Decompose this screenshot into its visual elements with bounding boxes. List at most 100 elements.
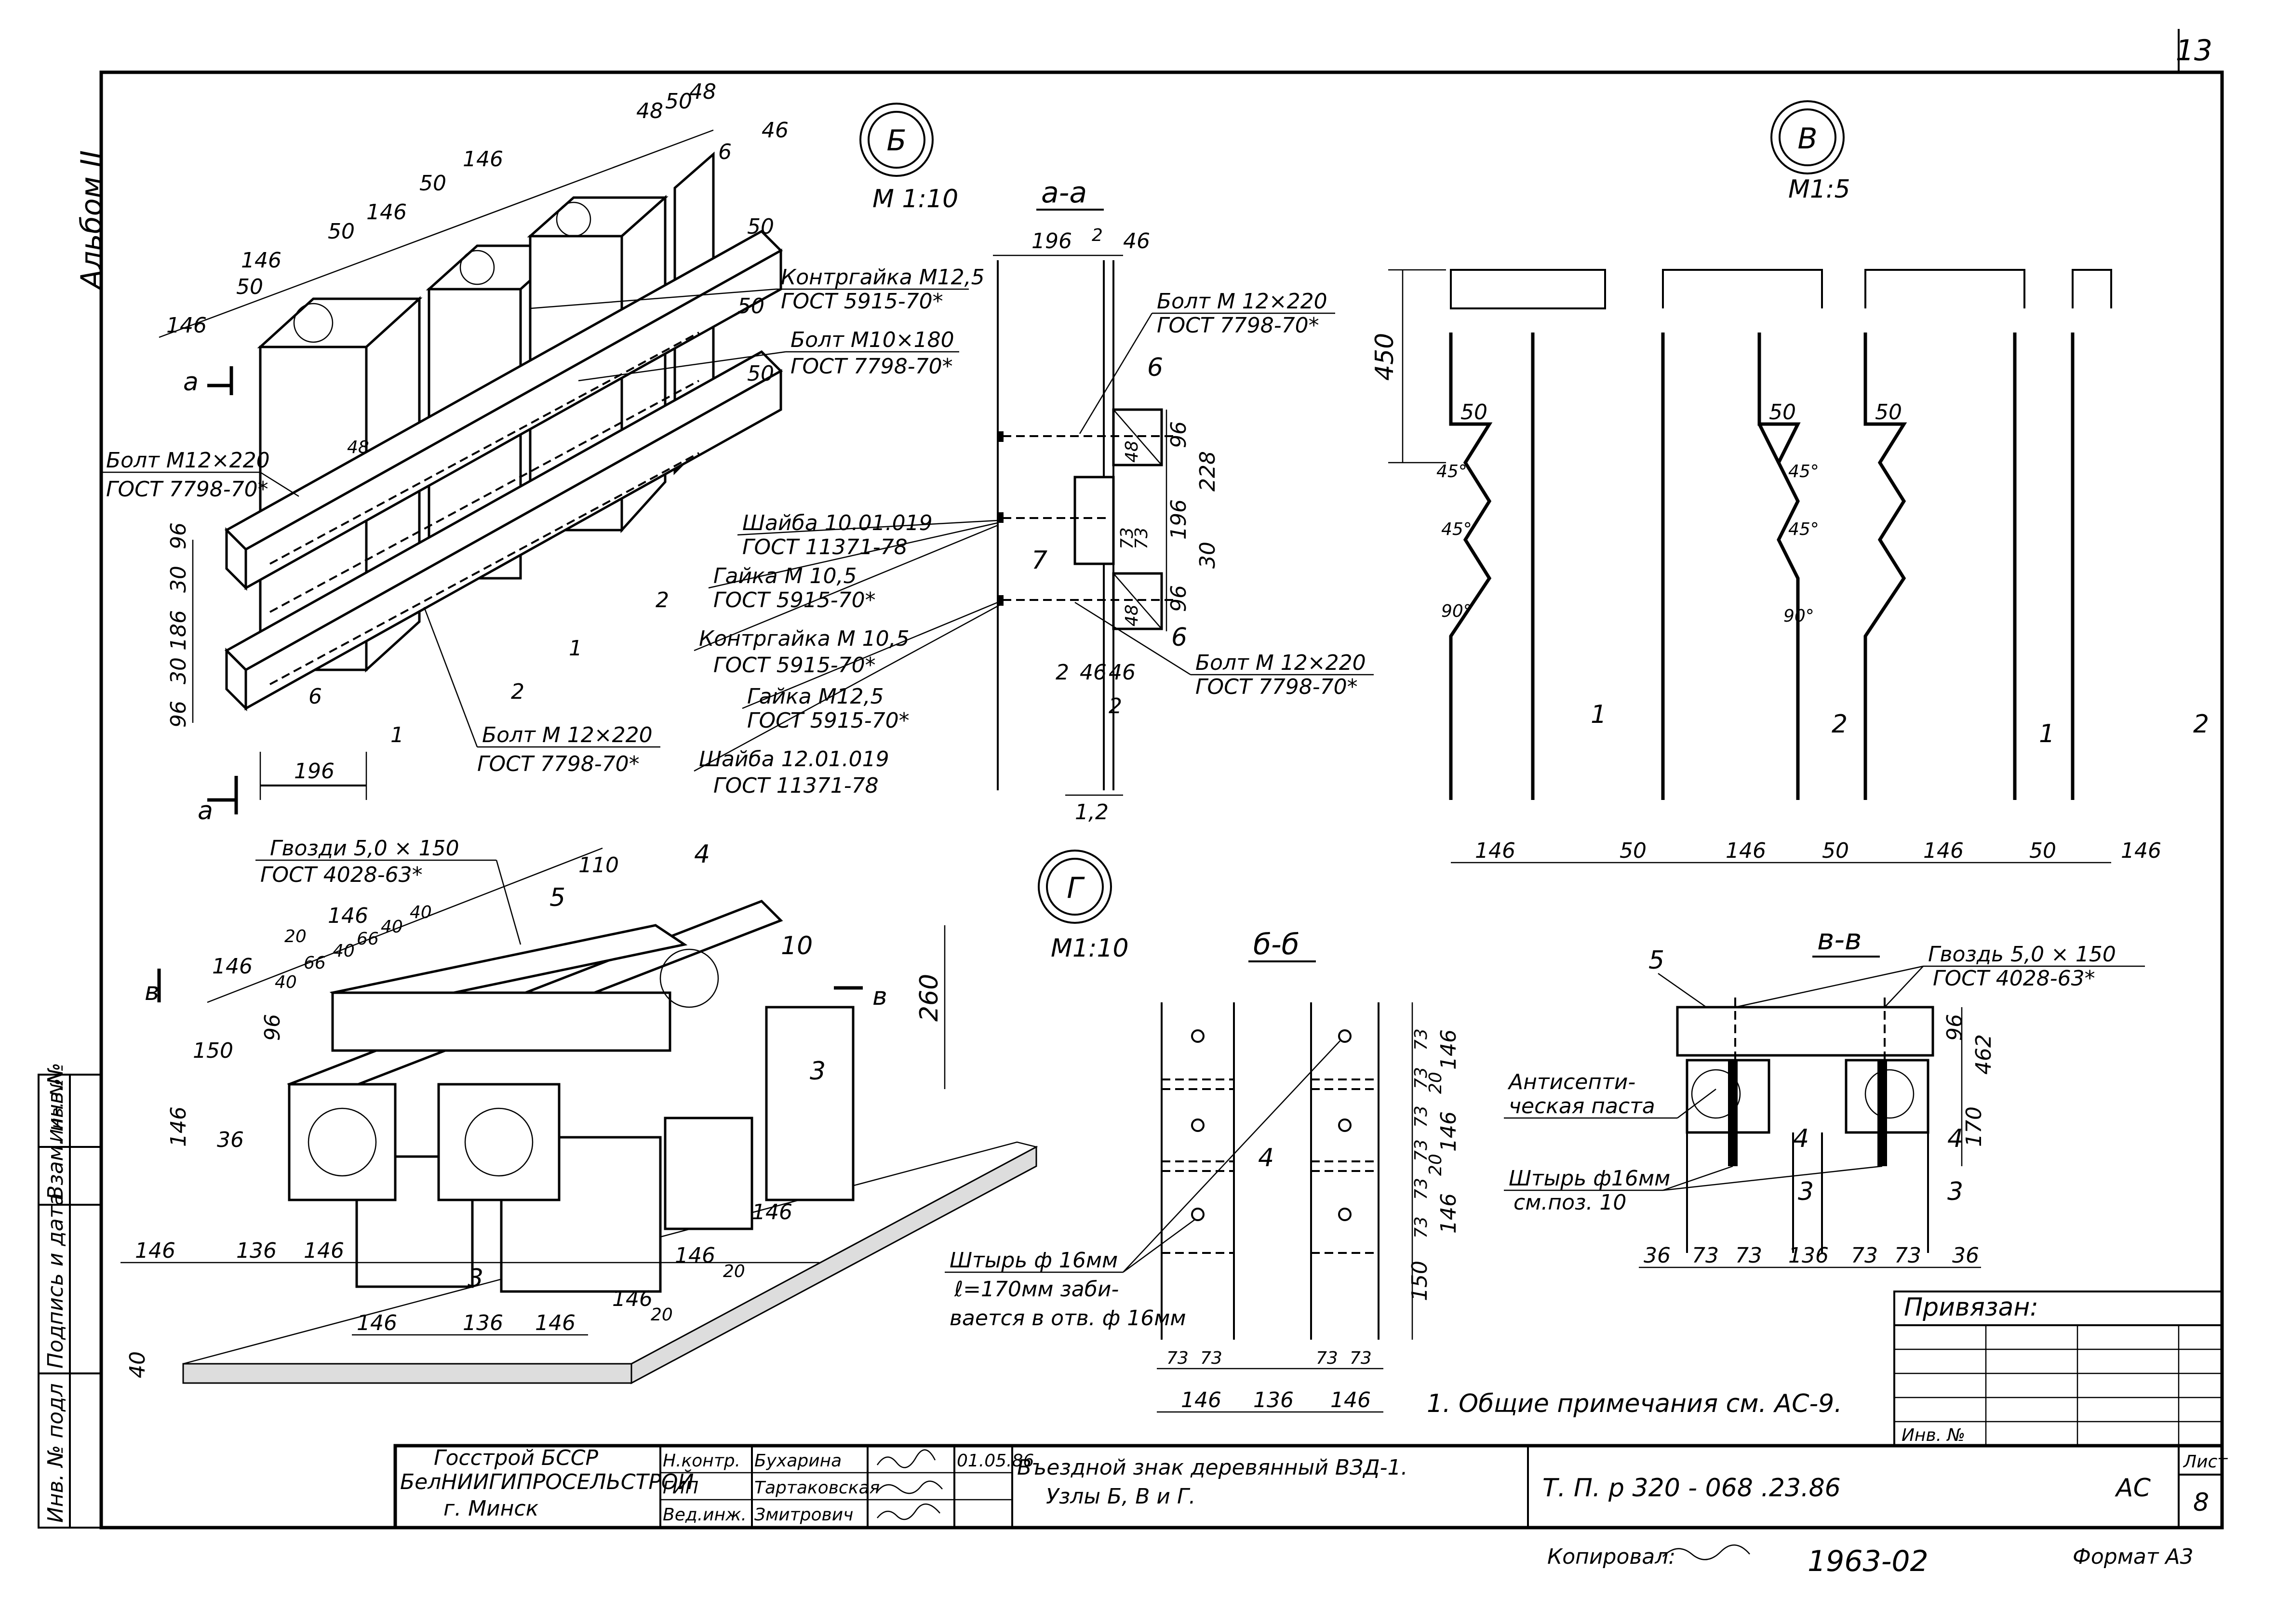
- section-bb-dim-r-10: 146: [1436, 1193, 1461, 1234]
- node-b-dim-top-6: 146: [463, 147, 503, 172]
- node-g-dim-top-2: 20: [284, 927, 307, 946]
- signature-2: [877, 1503, 940, 1520]
- section-vv-dim-b-1: 73: [1692, 1243, 1719, 1268]
- section-bb-dim-r-11: 150: [1407, 1261, 1432, 1301]
- node-g-marker: Г: [1067, 871, 1085, 905]
- section-bb-dim-b-5: 136: [1253, 1388, 1294, 1412]
- node-b-dim-top-8: 50: [665, 89, 692, 114]
- node-b-dim-top-14: 50: [747, 361, 774, 386]
- section-aa-dim-3: 96: [1166, 421, 1191, 448]
- section-vv-pos-3: 3: [1798, 1177, 1814, 1206]
- node-g-pos-0: 5: [549, 883, 565, 912]
- section-aa-view: а-а 196 2 46 96 228 196 30 96 2 46 46 2 …: [694, 176, 1374, 825]
- section-bb-title: б-б: [1253, 928, 1299, 961]
- section-vv-dim-b-0: 36: [1644, 1243, 1671, 1268]
- node-g-dim-left-3: 36: [217, 1128, 244, 1152]
- section-aa-callout-1-std: ГОСТ 5915-70*: [713, 588, 876, 612]
- node-b-callout-0-text: Контргайка М12,5: [781, 265, 985, 290]
- node-v-dim-top-2: 50: [1875, 400, 1902, 425]
- section-bb-dim-b-3: 73: [1350, 1348, 1372, 1368]
- node-b-dim-left-1: 96: [166, 522, 191, 549]
- node-v-dim-bottom-5: 50: [2029, 839, 2056, 863]
- section-bb-pos: 4: [1258, 1144, 1274, 1172]
- node-v-dim-bottom-0: 146: [1475, 839, 1515, 863]
- node-b-dim-left-0: 30: [166, 566, 191, 593]
- node-v-angle-3: 45°: [1788, 462, 1819, 481]
- node-b-callout-3-std: ГОСТ 7798-70*: [477, 752, 640, 776]
- section-aa-callout-2-text: Контргайка М 10,5: [699, 626, 910, 651]
- section-aa-callout-6-text: Болт М 12×220: [1195, 651, 1366, 675]
- section-bb-dim-b-1: 73: [1200, 1348, 1222, 1368]
- section-vv-dim-b-5: 73: [1894, 1243, 1921, 1268]
- node-v-dim-top-0: 50: [1460, 400, 1487, 425]
- general-notes: 1. Общие примечания см. АС-9.: [1427, 1389, 1842, 1418]
- node-b-pos-1: 2: [511, 679, 524, 704]
- role-1: ГИП: [663, 1478, 698, 1498]
- signature-1: [877, 1480, 943, 1494]
- section-vv-dim-b-3: 136: [1788, 1243, 1829, 1268]
- node-v-dim-bottom-1: 50: [1620, 839, 1647, 863]
- section-aa-dim-13: 73: [1132, 527, 1152, 549]
- node-g-dim-left-0: 150: [193, 1038, 233, 1063]
- node-b-marker: Б: [886, 124, 906, 158]
- node-g-cut-label-left: в: [145, 977, 160, 1006]
- node-g-scale: М1:10: [1051, 934, 1129, 963]
- stamp-inv-podl: Инв. № подл: [43, 1383, 68, 1523]
- page-number: 13: [2176, 34, 2212, 67]
- node-g-dim-bottom-4: 136: [463, 1311, 503, 1335]
- format-label: Формат А3: [2073, 1544, 2194, 1569]
- side-stamp: Инв. № подл Подпись и дата Взам. инв.№ И…: [38, 1063, 102, 1529]
- node-g-pos-4: 3: [468, 1264, 483, 1293]
- node-b-cut-label-bottom: а: [198, 797, 213, 825]
- node-b-dim-top-9: 48: [689, 80, 716, 104]
- section-bb-dim-b-2: 73: [1316, 1348, 1338, 1368]
- section-aa-pos-1: 7: [1031, 546, 1047, 575]
- role-0: Н.контр.: [663, 1451, 740, 1471]
- signature-0: [876, 1449, 936, 1468]
- node-b-dim-top-1: 50: [236, 275, 263, 299]
- node-g-pos-2: 10: [781, 932, 813, 960]
- section-bb-dim-r-5: 20: [1426, 1072, 1446, 1094]
- node-g-dim-top-6: 40: [333, 941, 355, 961]
- node-b-callout-2-std: ГОСТ 7798-70*: [106, 477, 268, 502]
- section-aa-dim-8: 2: [1056, 660, 1069, 685]
- section-aa-dim-2: 46: [1123, 229, 1150, 253]
- section-aa-dim-11: 2: [1109, 694, 1122, 719]
- section-aa-pos-2: 6: [1171, 623, 1187, 652]
- node-g-dim-top-7: 66: [357, 929, 379, 949]
- node-v-dim-bottom-2: 146: [1726, 839, 1766, 863]
- node-b-dim-top-12: 50: [747, 214, 774, 239]
- section-aa-callout-4-text: Шайба 12.01.019: [699, 747, 889, 772]
- node-b-cut-label-top: а: [183, 368, 199, 397]
- node-g-pos-1: 4: [694, 840, 710, 869]
- section-vv-pos-0: 5: [1648, 946, 1664, 975]
- node-v-marker: В: [1797, 122, 1817, 156]
- node-g-dim-bottom-0: 146: [135, 1238, 175, 1263]
- node-b-callout-2-text: Болт М12×220: [106, 448, 270, 473]
- node-b-dim-left-3: 30: [166, 657, 191, 684]
- node-g-dim-bottom-2: 146: [304, 1238, 344, 1263]
- copied-label: Копировал:: [1547, 1544, 1675, 1569]
- bound-label: Привязан:: [1904, 1293, 2038, 1322]
- section-vv-paste-line-1: ческая паста: [1509, 1094, 1655, 1118]
- name-0: Бухарина: [754, 1451, 842, 1471]
- node-v-pos-0: 1: [1591, 700, 1607, 729]
- node-b-dim-top-3: 50: [328, 219, 355, 244]
- section-vv-dim-b-2: 73: [1735, 1243, 1762, 1268]
- section-bb-dim-r-2: 146: [1436, 1029, 1461, 1070]
- section-bb-dim-r-7: 20: [1426, 1154, 1446, 1176]
- date-0: 01.05.86: [957, 1451, 1034, 1471]
- section-vv-dim-b-4: 73: [1851, 1243, 1878, 1268]
- section-bb-dim-r-6: 146: [1436, 1111, 1461, 1152]
- section-bb-dim-r-3: 73: [1411, 1105, 1431, 1128]
- section-bb-pin-line-1: ℓ=170мм заби-: [954, 1277, 1119, 1302]
- node-v-dim-top-1: 50: [1769, 400, 1796, 425]
- node-v-dim-bottom-3: 50: [1822, 839, 1849, 863]
- node-v-dim-height: 450: [1370, 333, 1399, 381]
- node-b-view: Б М 1:10 146 50 146 50 146 50: [101, 80, 985, 825]
- node-g-dim-bottom-1: 136: [236, 1238, 277, 1263]
- node-b-dim-top-10: 46: [762, 118, 789, 143]
- section-bb-dim-r-0: 73: [1411, 1028, 1431, 1051]
- node-g-dim-top-1: 146: [212, 954, 253, 979]
- node-b-dim-top-0: 146: [166, 313, 207, 338]
